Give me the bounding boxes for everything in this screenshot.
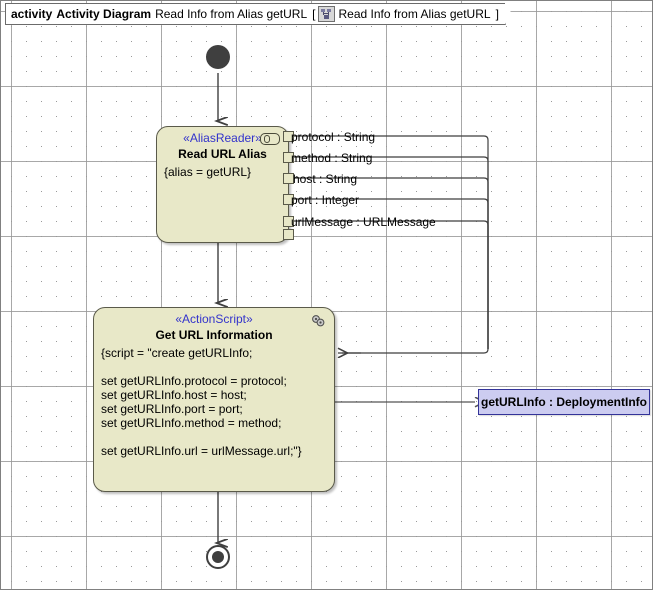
stereotype-label: «ActionScript» <box>175 312 253 326</box>
output-pin-label-port: port : Integer <box>291 193 360 207</box>
action-node-get-url-information[interactable]: «ActionScript» Get URL Information {scri… <box>93 307 335 492</box>
output-pin-extra[interactable] <box>283 229 294 240</box>
initial-node[interactable] <box>206 45 230 69</box>
node-title: Get URL Information <box>155 328 273 342</box>
node-title: Read URL Alias <box>178 147 267 161</box>
activity-final-node[interactable] <box>206 545 230 569</box>
output-pin-label-host: host : String <box>293 172 358 186</box>
frame-bracket-close: ] <box>495 7 499 21</box>
diagram-frame-tab[interactable]: activity Activity Diagram Read Info from… <box>5 3 514 25</box>
activity-diagram-icon <box>318 6 336 22</box>
pin-oval-icon <box>260 133 280 145</box>
frame-diagram-type: Activity Diagram <box>56 7 152 21</box>
output-pin-label-method: method : String <box>291 151 373 165</box>
frame-diagram-name: Read Info from Alias getURL <box>155 7 308 21</box>
frame-bracket-open: [ <box>312 7 316 21</box>
object-node-geturlinfo[interactable]: getURLInfo : DeploymentInfo <box>478 389 650 415</box>
output-pin-label-urlmessage: urlMessage : URLMessage <box>291 215 436 229</box>
script-gears-icon <box>312 315 325 327</box>
frame-context-name: Read Info from Alias getURL <box>338 7 491 21</box>
action-node-read-url-alias[interactable]: «AliasReader» Read URL Alias {alias = ge… <box>156 126 289 243</box>
frame-kind-label: activity <box>11 7 53 21</box>
node-body: {alias = getURL} <box>164 165 252 179</box>
object-node-label: getURLInfo : DeploymentInfo <box>481 395 647 409</box>
output-pin-label-protocol: protocol : String <box>291 130 376 144</box>
node-body: {script = "create getURLInfo; set getURL… <box>101 346 302 458</box>
